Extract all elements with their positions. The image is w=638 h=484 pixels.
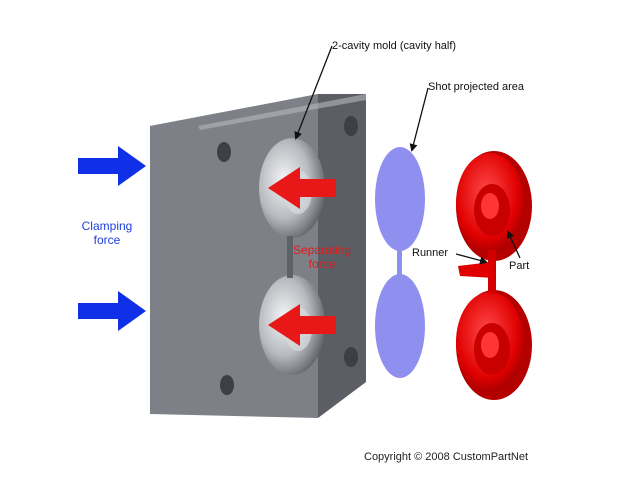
clamping-force-arrow	[78, 146, 146, 186]
bolt-hole-icon	[220, 375, 234, 395]
separating-force-arrow	[268, 304, 336, 346]
bolt-hole-icon	[217, 142, 231, 162]
clamping-label-line1: Clamping	[81, 219, 133, 233]
clamping-force-label: Clamping force	[72, 219, 142, 247]
bolt-hole-icon	[344, 347, 358, 367]
molded-parts	[456, 151, 532, 400]
copyright-notice: Copyright © 2008 CustomPartNet	[364, 451, 529, 463]
clamping-label-line2: force	[93, 233, 121, 247]
callout-arrow	[409, 87, 429, 152]
callout-arrow	[506, 230, 521, 259]
shot-area-callout-label: Shot projected area	[428, 81, 525, 93]
shot-projected-area	[375, 147, 425, 378]
callout-arrow	[294, 45, 333, 140]
sprue	[458, 262, 494, 278]
separating-force-arrow	[268, 167, 336, 209]
runner-channel	[287, 236, 293, 278]
callout-arrow	[455, 253, 488, 265]
runner-callout-label: Runner	[412, 247, 449, 259]
separating-label-line2: force	[308, 257, 336, 271]
part-callout-label: Part	[509, 260, 530, 272]
mold-side-face	[318, 94, 366, 418]
mold-callout-label: 2-cavity mold (cavity half)	[332, 40, 457, 52]
bolt-hole-icon	[344, 116, 358, 136]
separating-label-line1: Separating	[292, 243, 352, 257]
separating-force-label: Separating force	[286, 243, 358, 271]
clamping-force-arrow	[78, 291, 146, 331]
